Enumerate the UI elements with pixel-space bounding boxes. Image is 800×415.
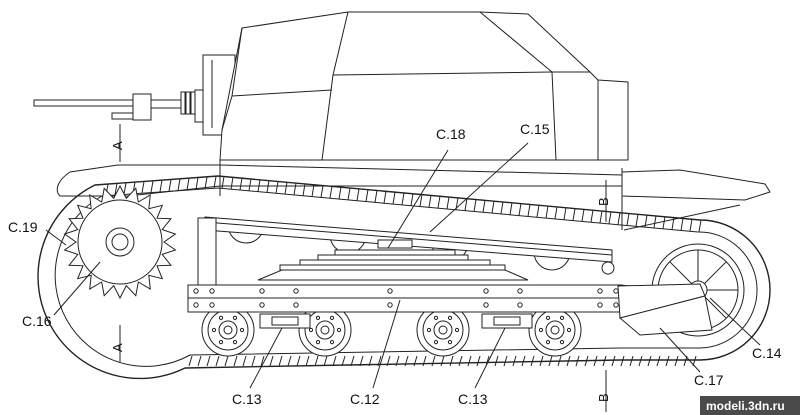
section-label-b-top: B bbox=[596, 197, 611, 206]
label-c13-right: C.13 bbox=[458, 391, 488, 407]
section-marker-b-top: B bbox=[596, 180, 611, 222]
label-c14: C.14 bbox=[752, 345, 782, 361]
superstructure bbox=[219, 11, 629, 161]
label-c12: C.12 bbox=[350, 391, 380, 407]
section-marker-b-bottom: B bbox=[596, 370, 611, 412]
machine-gun bbox=[33, 54, 236, 136]
label-c15: C.15 bbox=[520, 121, 550, 137]
section-label-a-bottom: A bbox=[110, 343, 125, 352]
section-label-a-top: A bbox=[110, 141, 125, 150]
label-c19: C.19 bbox=[8, 219, 38, 235]
drive-sprocket-c16 bbox=[63, 184, 177, 300]
hull bbox=[56, 160, 771, 231]
leader-lines bbox=[45, 142, 761, 389]
label-c17: C.17 bbox=[694, 372, 724, 388]
label-c18: C.18 bbox=[436, 126, 466, 142]
label-c16: C.16 bbox=[22, 313, 52, 329]
section-marker-a-bottom: A bbox=[110, 325, 125, 362]
watermark: modeli.3dn.ru bbox=[700, 396, 800, 415]
track bbox=[37, 175, 771, 380]
label-c13-left: C.13 bbox=[232, 391, 262, 407]
watermark-text: modeli.3dn.ru bbox=[706, 399, 785, 413]
road-wheels bbox=[201, 303, 582, 357]
section-marker-a-top: A bbox=[110, 124, 125, 162]
section-label-b-bottom: B bbox=[596, 393, 611, 402]
leaf-spring-c18 bbox=[257, 239, 529, 281]
tension-arm-c17 bbox=[617, 283, 713, 336]
